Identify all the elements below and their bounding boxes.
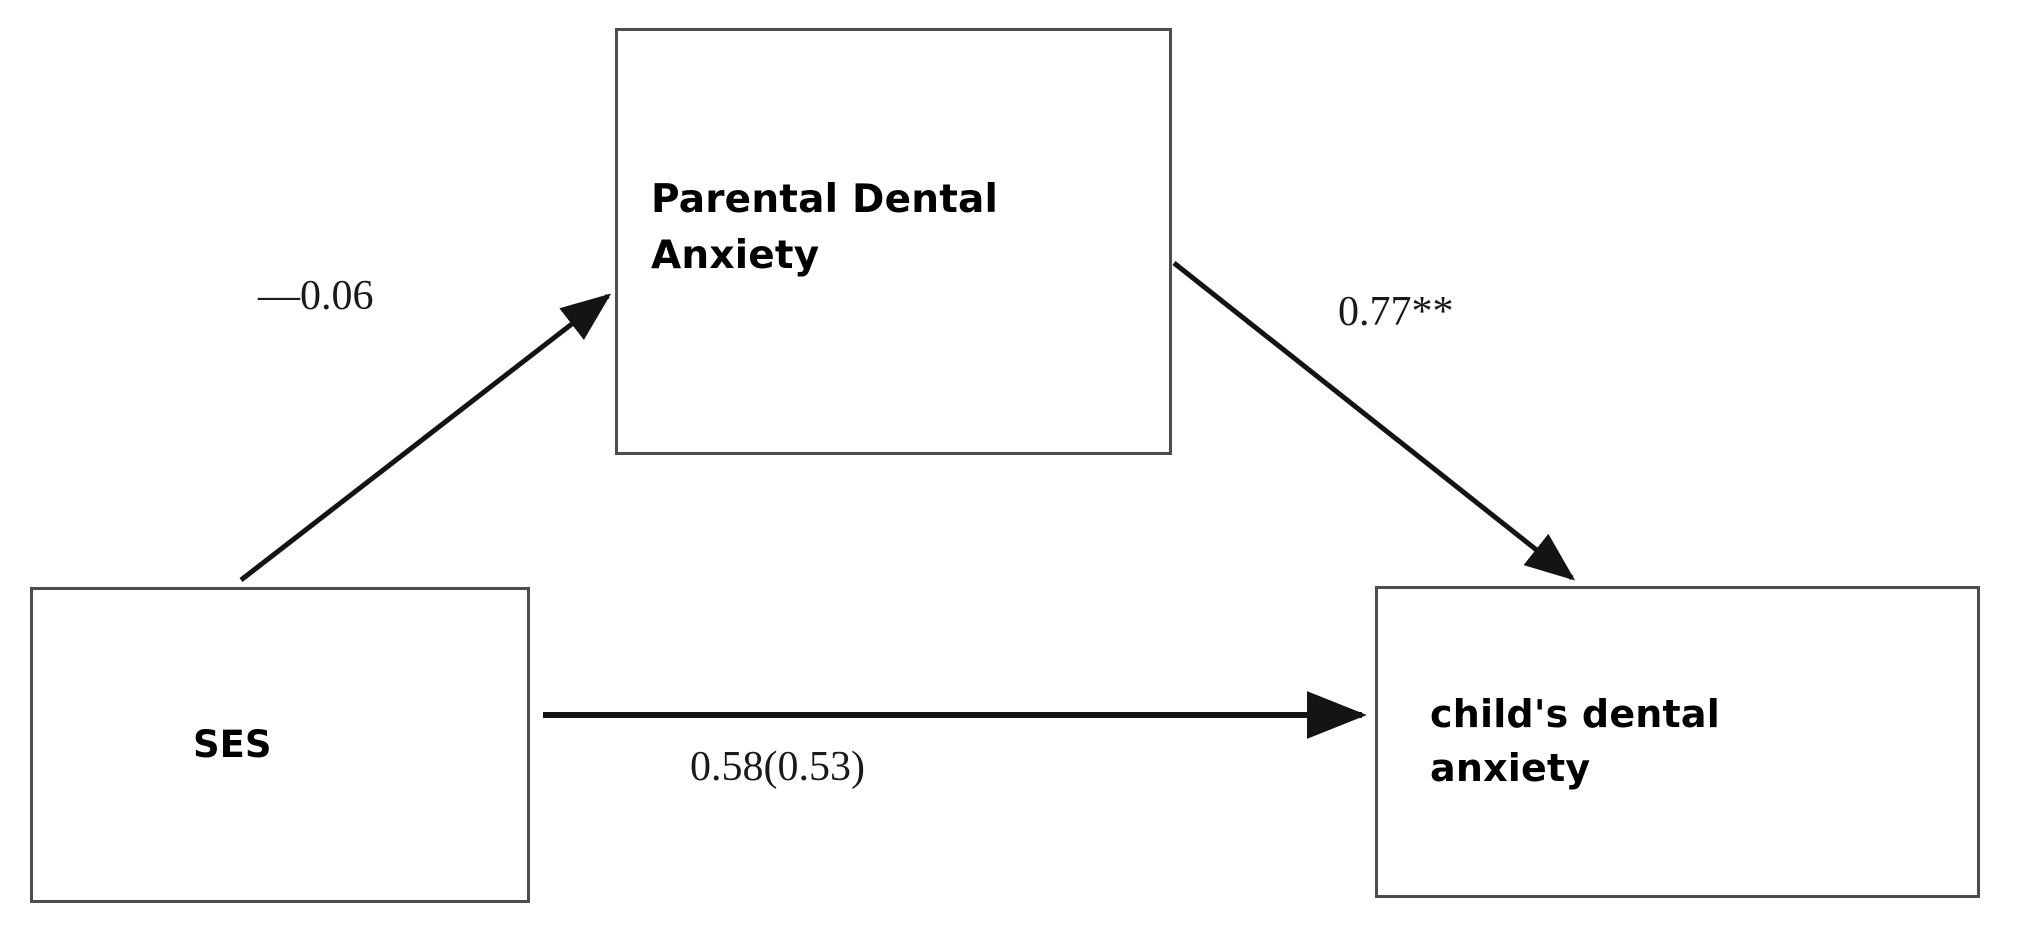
- node-label-parental-dental-anxiety: Parental Dental Anxiety: [651, 177, 999, 278]
- node-box-childs-dental-anxiety[interactable]: child's dental anxiety: [1375, 586, 1980, 898]
- path-coefficient-c: 0.58(0.53): [690, 744, 865, 790]
- node-box-ses[interactable]: SES: [30, 587, 530, 903]
- node-label-childs-dental-anxiety: child's dental anxiety: [1430, 692, 1720, 790]
- node-label-ses: SES: [193, 722, 272, 766]
- path-coefficient-b: 0.77**: [1338, 289, 1454, 335]
- node-box-parental-dental-anxiety[interactable]: Parental Dental Anxiety: [615, 28, 1172, 455]
- path-coefficient-a: —0.06: [258, 273, 374, 319]
- arrow-a-path-ses-to-parental: [239, 293, 612, 582]
